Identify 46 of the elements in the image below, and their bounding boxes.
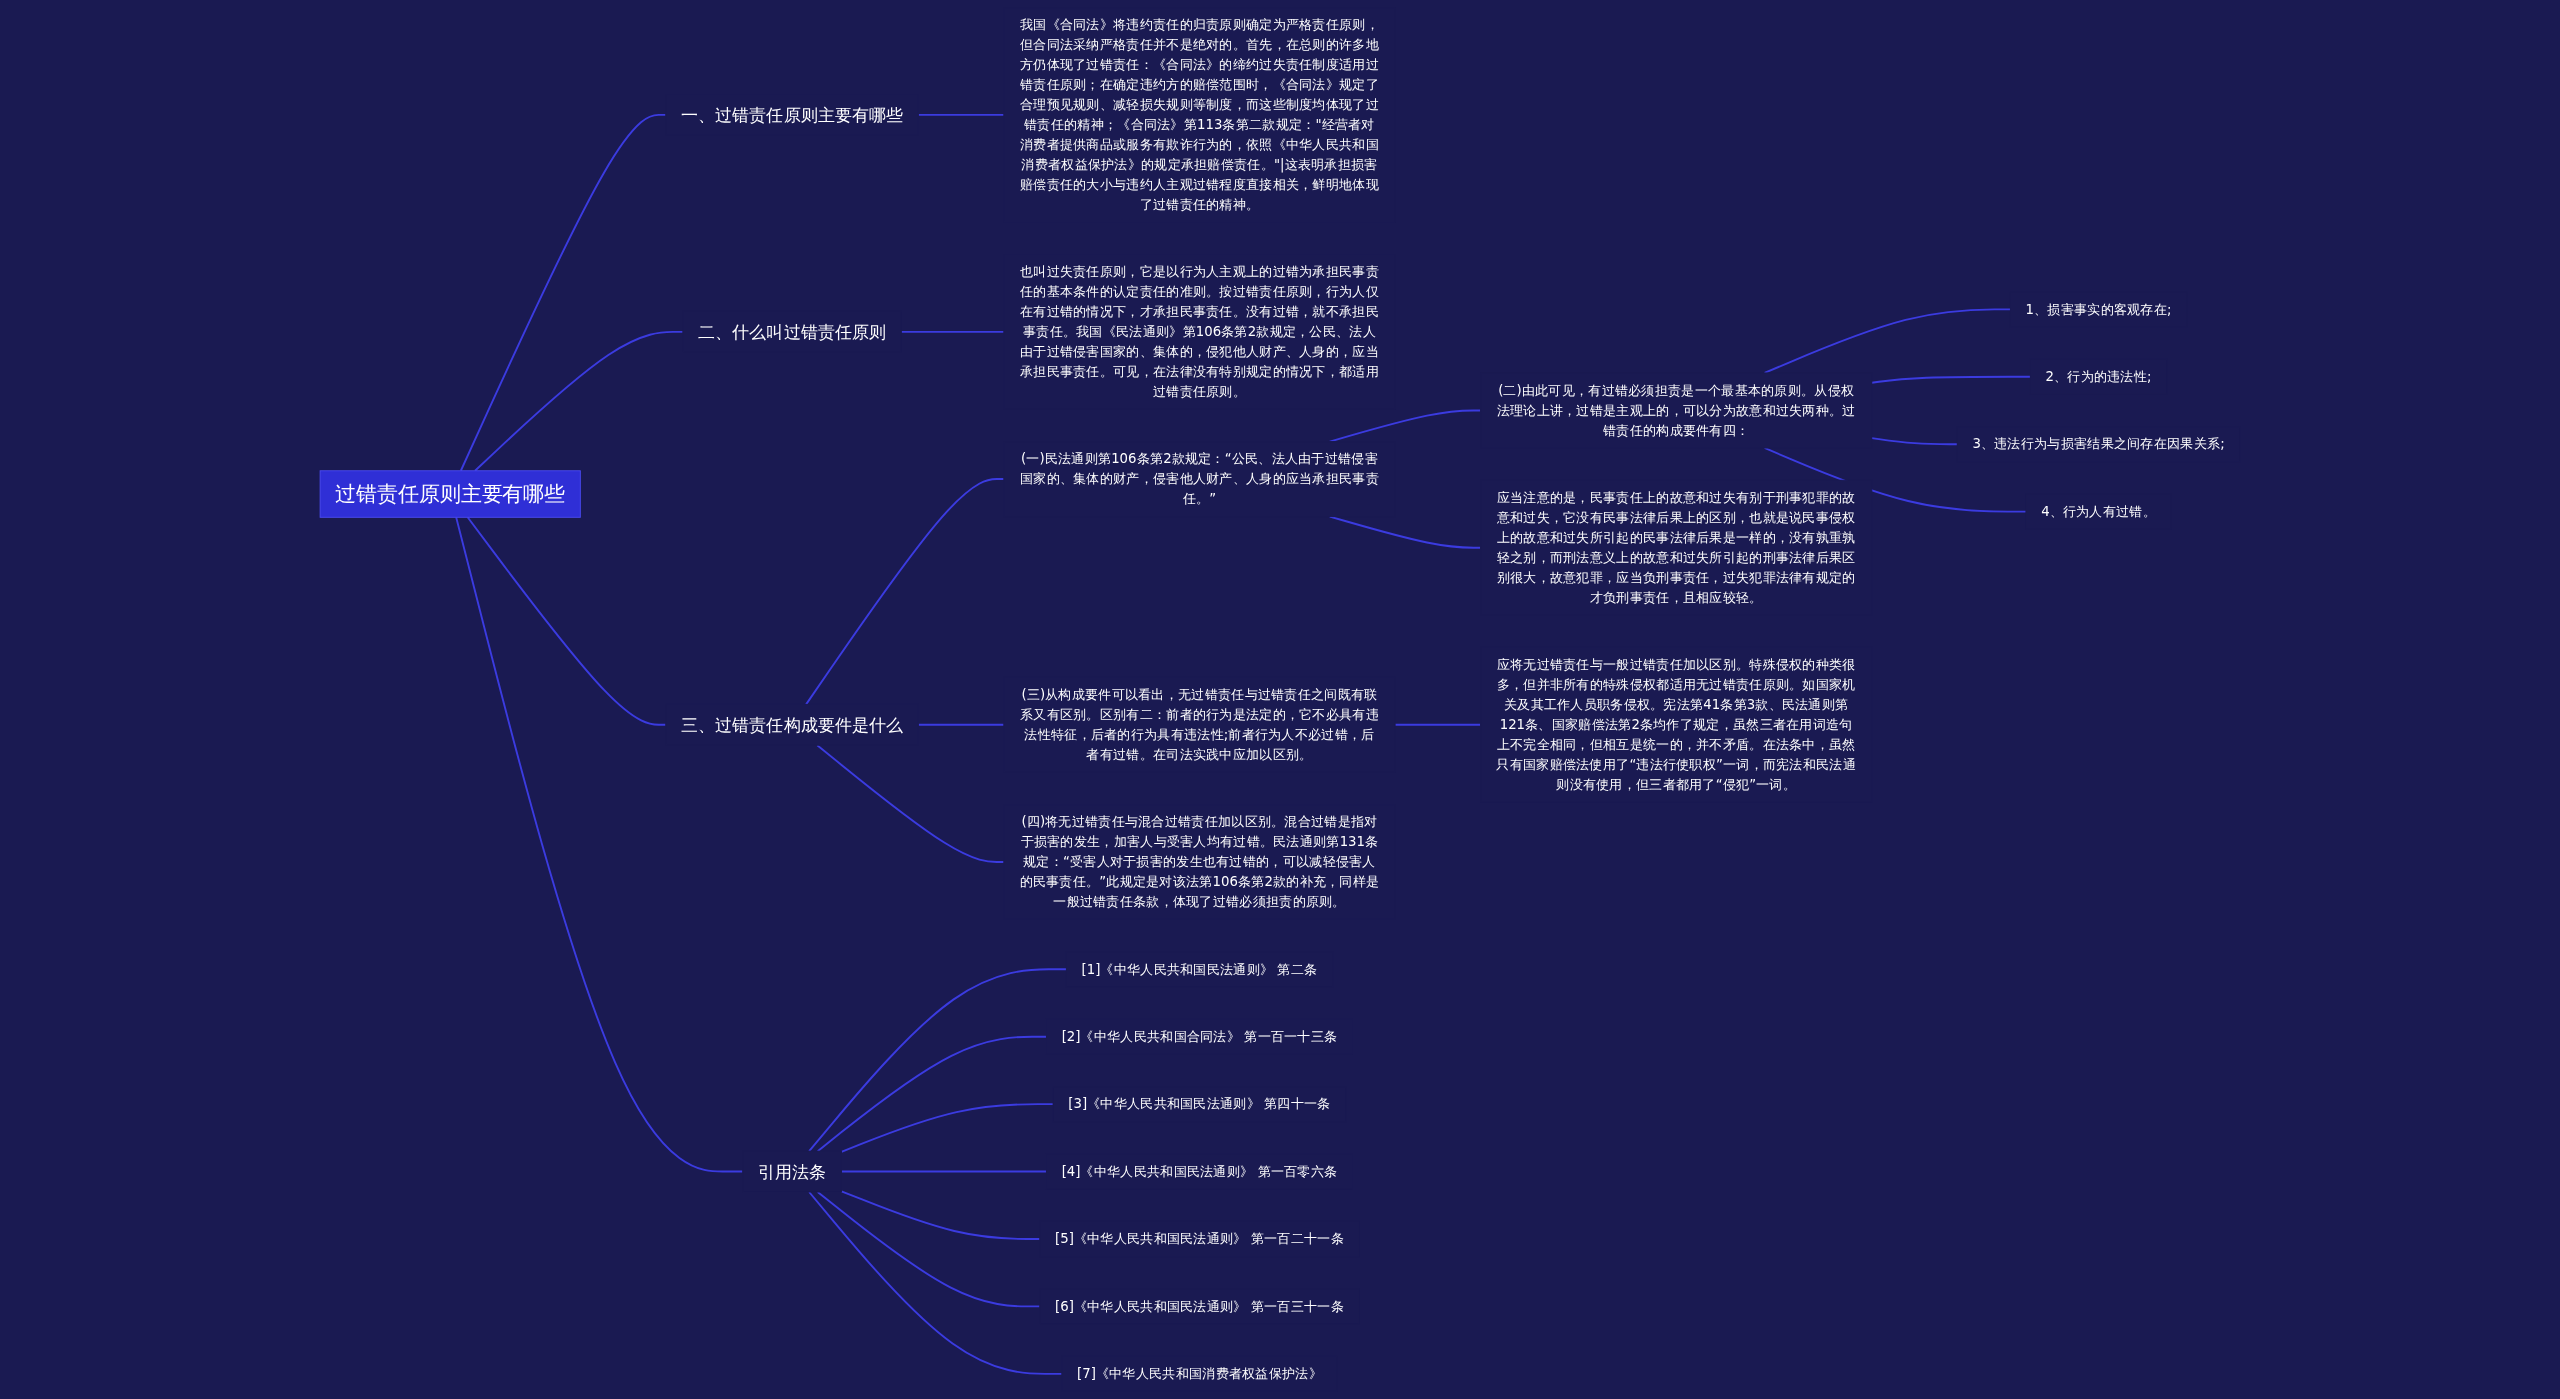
node-text: 一、过错责任原则主要有哪些 [680, 104, 904, 125]
connector [805, 478, 1005, 706]
connector [816, 1035, 1048, 1153]
node-text: 我国《合同法》将违约责任的归责原则确定为严格责任原则，但合同法采纳严格责任并不是绝对的。首先，在总则的许多地方仍体现了过错责任：《合同法》的缔约过失责任制度适用过错责任原则；在确定违约方的赔偿范围时，《合同法》规定了合理预见规则、减轻损失规则等制度，而这些制度均体现了过错责任的精神；《合同法》第113条第二款规定："经营者对消费者提供商品或服务有欺诈行为的，依照《中华人民共和国消费者权益保护法》的规定承担赔偿责任。"|这表明承担损害赔偿责任的大小与违约人主观过错程度直接相关，鲜明地体现了过错责任的精神。 [1019, 17, 1379, 212]
connector [459, 113, 667, 472]
connector [816, 744, 1005, 863]
connector [1328, 515, 1482, 549]
connector [900, 330, 1005, 333]
node-text: [7]《中华人民共和国消费者权益保护法》 [1077, 1365, 1322, 1381]
node-text: [2]《中华人民共和国合同法》 第一百一十三条 [1061, 1028, 1338, 1044]
connector [1763, 447, 2027, 513]
node-text: 应将无过错责任与一般过错责任加以区别。特殊侵权的种类很多，但并非所有的特殊侵权都适用无过错责任原则。如国家机关及其工作人员职务侵权。宪法第41条第3款、民法通则第121条、国家赔偿法第2条均作了规定，虽然三者在用词造句上不完全相同，但相互是统一的，并不矛盾。在法条中，虽然只有国家赔偿法使用了“违法行使职权”一词，而宪法和民法通则没有使用，但三者都用了“侵犯”一词。 [1496, 656, 1856, 792]
node-text: 应当注意的是，民事责任上的故意和过失有别于刑事犯罪的故意和过失，它没有民事法律后果上的区别，也就是说民事侵权上的故意和过失所引起的民事法律后果是一样的，没有孰重孰轻之别，而刑法意义上的故意和过失所引起的刑事法律后果区别很大，故意犯罪，应当负刑事责任，过失犯罪法律有规定的才负刑事责任，且相应较轻。 [1496, 489, 1856, 605]
connector [840, 1170, 1048, 1173]
node-text: 1、损害事实的客观存在; [2025, 301, 2172, 317]
node-text: [1]《中华人民共和国民法通则》 第二条 [1081, 961, 1318, 977]
node-text: 也叫过失责任原则，它是以行为人主观上的过错为承担民事责任的基本条件的认定责任的准则。按过错责任原则，行为人仅在有过错的情况下，才承担民事责任。没有过错，就不承担民事责任。我国《民法通则》第106条第2款规定，公民、法人由于过错侵害国家的、集体的，侵犯他人财产、人身的，应当承担民事责任。可见，在法律没有特别规定的情况下，都适用过错责任原则。 [1019, 263, 1379, 399]
node-text: [5]《中华人民共和国民法通则》 第一百二十一条 [1054, 1230, 1344, 1247]
connector [1870, 437, 1959, 446]
connector [1394, 723, 1482, 726]
node-text: 3、违法行为与损害结果之间存在因果关系; [1972, 436, 2225, 452]
connector [808, 1191, 1063, 1375]
node-text: 三、过错责任构成要件是什么 [680, 714, 904, 735]
connector [1763, 308, 2012, 374]
node-text: 4、行为人有过错。 [2041, 503, 2156, 519]
node-text: [6]《中华人民共和国民法通则》 第一百三十一条 [1054, 1298, 1344, 1314]
node-text: 二、什么叫过错责任原则 [698, 321, 887, 342]
connector [840, 1190, 1041, 1240]
connector [474, 330, 684, 472]
node-text: (三)从构成要件可以看出，无过错责任与过错责任之间既有联系又有区别。区别有二：前者的行为是法定的，它不必具有违法性特征，后者的行为具有违法性;前者行为人不必过错，后者有过错。在司法实践中应加以区别。 [1019, 686, 1379, 762]
node-text: 引用法条 [757, 1161, 827, 1182]
node-box: 过错责任原则主要有哪些 [319, 470, 581, 518]
connector [840, 1103, 1055, 1153]
node-text: (四)将无过错责任与混合过错责任加以区别。混合过错是指对于损害的发生，加害人与受害人均有过错。民法通则第131条规定：“受害人对于损害的发生也有过错的，可以减轻侵害人的民事责任。”此规定是对该法第106条第2款的补充，同样是一般过错责任条款，体现了过错必须担责的原则。 [1019, 814, 1380, 910]
node-text: (一)民法通则第106条第2款规定：“公民、法人由于过错侵害国家的、集体的财产，侵害他人财产、人身的应当承担民事责任。” [1019, 451, 1379, 507]
connector [455, 516, 744, 1173]
connector [466, 516, 667, 726]
node-text: [3]《中华人民共和国民法通则》 第四十一条 [1068, 1096, 1331, 1112]
node-text: [4]《中华人民共和国民法通则》 第一百零六条 [1061, 1163, 1338, 1179]
node-text: (二)由此可见，有过错必须担责是一个最基本的原则。从侵权法理论上讲，过错是主观上的，可以分为故意和过失两种。过错责任的构成要件有四： [1496, 382, 1856, 438]
connector [816, 1191, 1041, 1308]
connector [917, 723, 1005, 726]
connector [917, 113, 1005, 116]
connector [1870, 375, 2032, 384]
node-text: 2、行为的违法性; [2045, 368, 2152, 384]
connector [808, 968, 1068, 1153]
